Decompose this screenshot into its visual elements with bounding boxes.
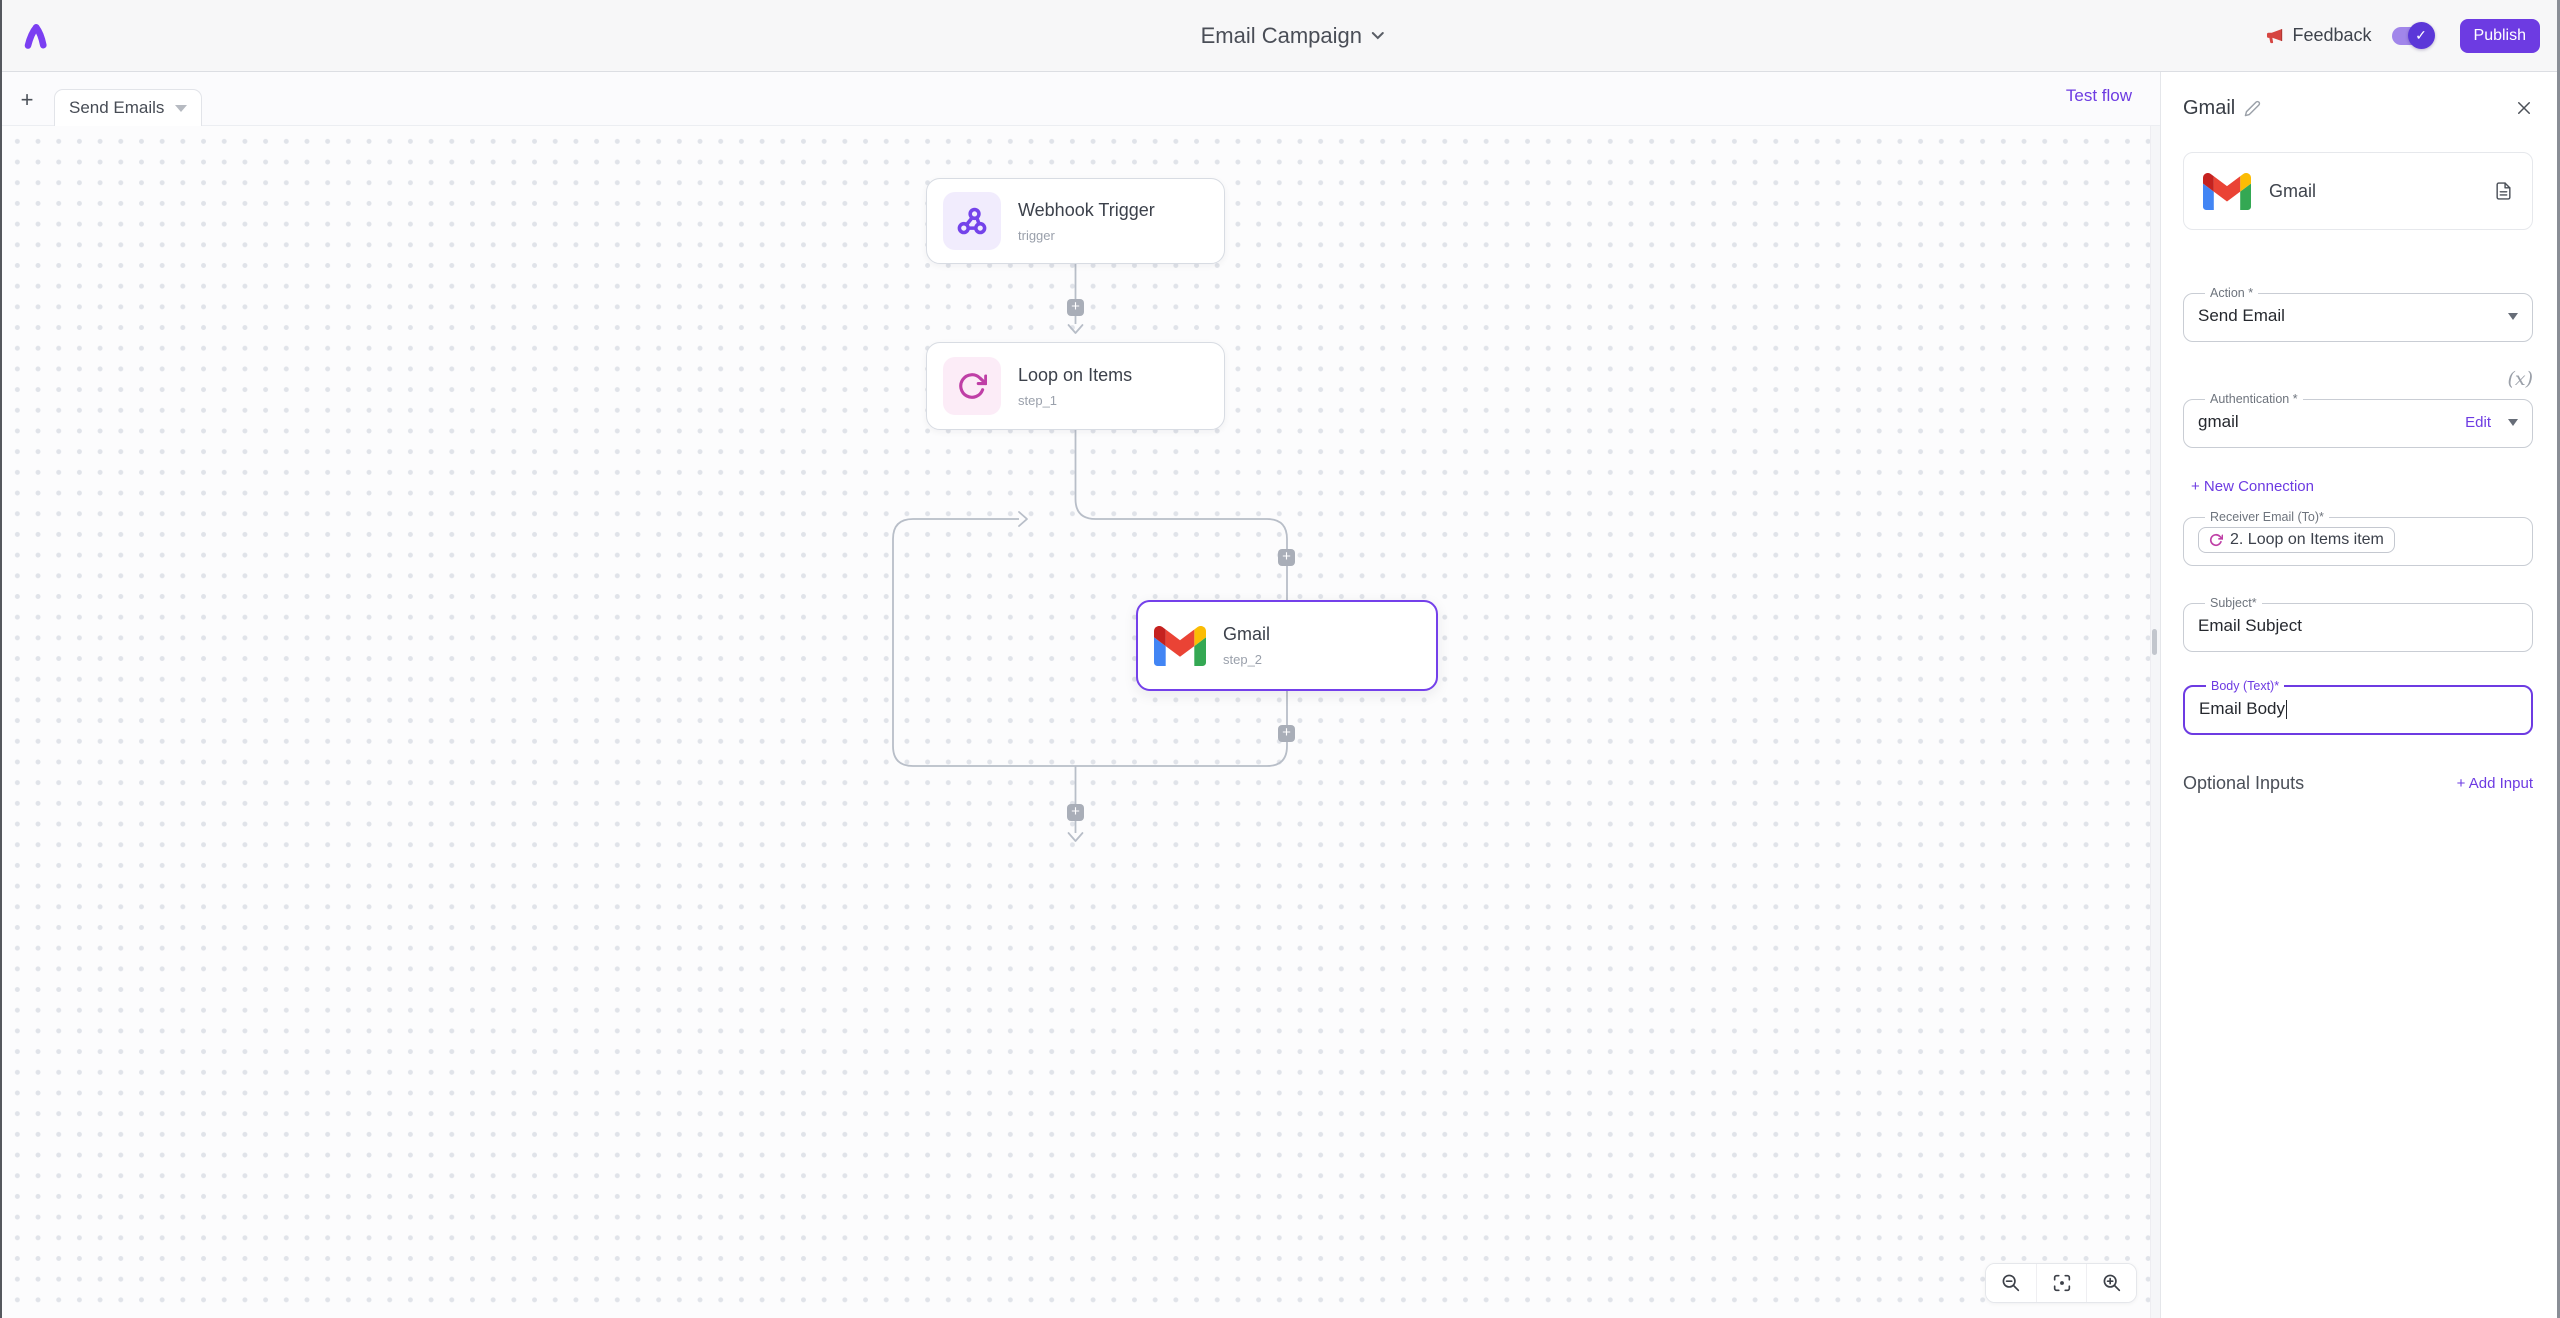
activepieces-logo-icon (24, 23, 47, 49)
chevron-down-icon (2508, 312, 2518, 320)
body-text-label: Body (Text)* (2211, 679, 2280, 693)
loop-icon (943, 357, 1001, 415)
optional-inputs-row: Optional Inputs + Add Input (2183, 773, 2533, 794)
feedback-label: Feedback (2292, 25, 2372, 45)
megaphone-icon (2267, 29, 2283, 44)
zoom-in-button[interactable] (2086, 1264, 2136, 1302)
test-flow-button[interactable]: Test flow (2065, 86, 2132, 105)
pencil-icon (2244, 100, 2261, 116)
authentication-select[interactable]: Authentication * gmail Edit (2183, 392, 2533, 448)
panel-gutter (2150, 126, 2160, 1318)
action-label: Action * (2210, 286, 2254, 300)
tab-send-emails[interactable]: Send Emails (54, 89, 202, 126)
step-settings-panel: Gmail (2160, 72, 2560, 1318)
gmail-icon (2203, 172, 2251, 210)
tab-chevron-down-icon (175, 104, 187, 112)
app-name: Gmail (2269, 180, 2317, 201)
node-gmail[interactable]: Gmail step_2 (1136, 600, 1438, 691)
panel-title: Gmail (2183, 96, 2236, 119)
zoom-out-button[interactable] (1986, 1264, 2036, 1302)
action-value: Send Email (2198, 306, 2285, 325)
edit-connection-link[interactable]: Edit (2465, 413, 2491, 431)
top-header: Email Campaign Feedback ✓ Publish (0, 0, 2560, 72)
node-text: Webhook Trigger trigger (1018, 200, 1155, 243)
node-subtitle: step_1 (1018, 392, 1058, 408)
chevron-down-icon (1372, 32, 1384, 40)
close-icon (2518, 102, 2530, 114)
zoom-out-icon (2002, 1274, 2020, 1292)
fit-view-button[interactable] (2036, 1264, 2086, 1302)
add-flow-button[interactable]: + (13, 86, 41, 114)
panel-resize-handle[interactable] (2152, 629, 2157, 655)
node-text: Loop on Items step_1 (1018, 365, 1132, 408)
body-text-value: Email Body (2199, 699, 2285, 718)
add-input-link[interactable]: + Add Input (2456, 775, 2533, 792)
node-text: Gmail step_2 (1223, 624, 1270, 667)
new-connection-link[interactable]: + New Connection (2191, 478, 2314, 495)
feedback-link[interactable]: Feedback (2265, 25, 2372, 46)
authentication-label: Authentication * (2210, 392, 2298, 406)
insert-variable-icon[interactable]: (x) (2507, 368, 2533, 390)
node-title: Webhook Trigger (1018, 199, 1155, 220)
body-text-field[interactable]: Body (Text)* Email Body (2183, 679, 2533, 735)
subject-label: Subject* (2210, 596, 2257, 610)
node-subtitle: step_2 (1223, 652, 1263, 667)
gmail-icon (1154, 625, 1206, 666)
node-loop-on-items[interactable]: Loop on Items step_1 (926, 342, 1225, 430)
rename-step-button[interactable] (2244, 100, 2261, 117)
add-step-button[interactable]: + (1278, 549, 1295, 566)
add-step-button[interactable]: + (1067, 299, 1084, 316)
optional-inputs-label: Optional Inputs (2183, 773, 2305, 793)
node-webhook-trigger[interactable]: Webhook Trigger trigger (926, 178, 1225, 264)
document-icon (2496, 182, 2511, 200)
authentication-value: gmail (2198, 412, 2239, 431)
variable-chip-loop-item[interactable]: 2. Loop on Items item (2198, 527, 2395, 553)
receiver-email-label: Receiver Email (To)* (2210, 510, 2324, 524)
add-step-button[interactable]: + (1278, 725, 1295, 742)
webhook-icon (943, 192, 1001, 250)
receiver-email-field[interactable]: Receiver Email (To)* 2. Loop on Items it… (2183, 510, 2533, 566)
action-select[interactable]: Action * Send Email (2183, 286, 2533, 342)
canvas-zoom-controls (1985, 1263, 2137, 1303)
tab-label: Send Emails (69, 98, 165, 117)
header-actions: Feedback ✓ Publish (2265, 18, 2540, 53)
close-panel-button[interactable] (2515, 99, 2533, 117)
panel-header: Gmail (2183, 96, 2533, 120)
flow-tab-strip: + Send Emails Test flow (0, 72, 2160, 126)
publish-button[interactable]: Publish (2459, 18, 2540, 53)
chip-label: 2. Loop on Items item (2230, 531, 2384, 548)
flow-title-menu[interactable]: Email Campaign (1201, 23, 1385, 49)
subject-field[interactable]: Subject* Email Subject (2183, 596, 2533, 652)
add-step-button[interactable]: + (1067, 804, 1084, 821)
window-edge-left (0, 0, 2, 1318)
docs-button[interactable] (2494, 180, 2513, 202)
flow-canvas[interactable]: + + + + (0, 126, 2160, 1318)
subject-value: Email Subject (2198, 616, 2302, 635)
flow-canvas-pane: + Send Emails Test flow (0, 72, 2160, 1318)
main-area: + Send Emails Test flow (0, 72, 2560, 1318)
toggle-thumb: ✓ (2407, 21, 2435, 49)
zoom-in-icon (2103, 1274, 2120, 1292)
node-title: Loop on Items (1018, 364, 1133, 385)
flow-enabled-toggle[interactable]: ✓ (2391, 21, 2435, 49)
page-title: Email Campaign (1200, 22, 1362, 48)
chevron-down-icon (2508, 418, 2518, 426)
fit-view-icon (2053, 1274, 2070, 1292)
variable-row: (x) (2183, 368, 2533, 392)
text-cursor (2285, 699, 2288, 719)
node-title: Gmail (1223, 624, 1271, 644)
loop-icon (2209, 533, 2223, 547)
app-card-gmail: Gmail (2183, 152, 2533, 230)
node-subtitle: trigger (1018, 227, 1055, 243)
window-edge-right (2557, 0, 2560, 1318)
